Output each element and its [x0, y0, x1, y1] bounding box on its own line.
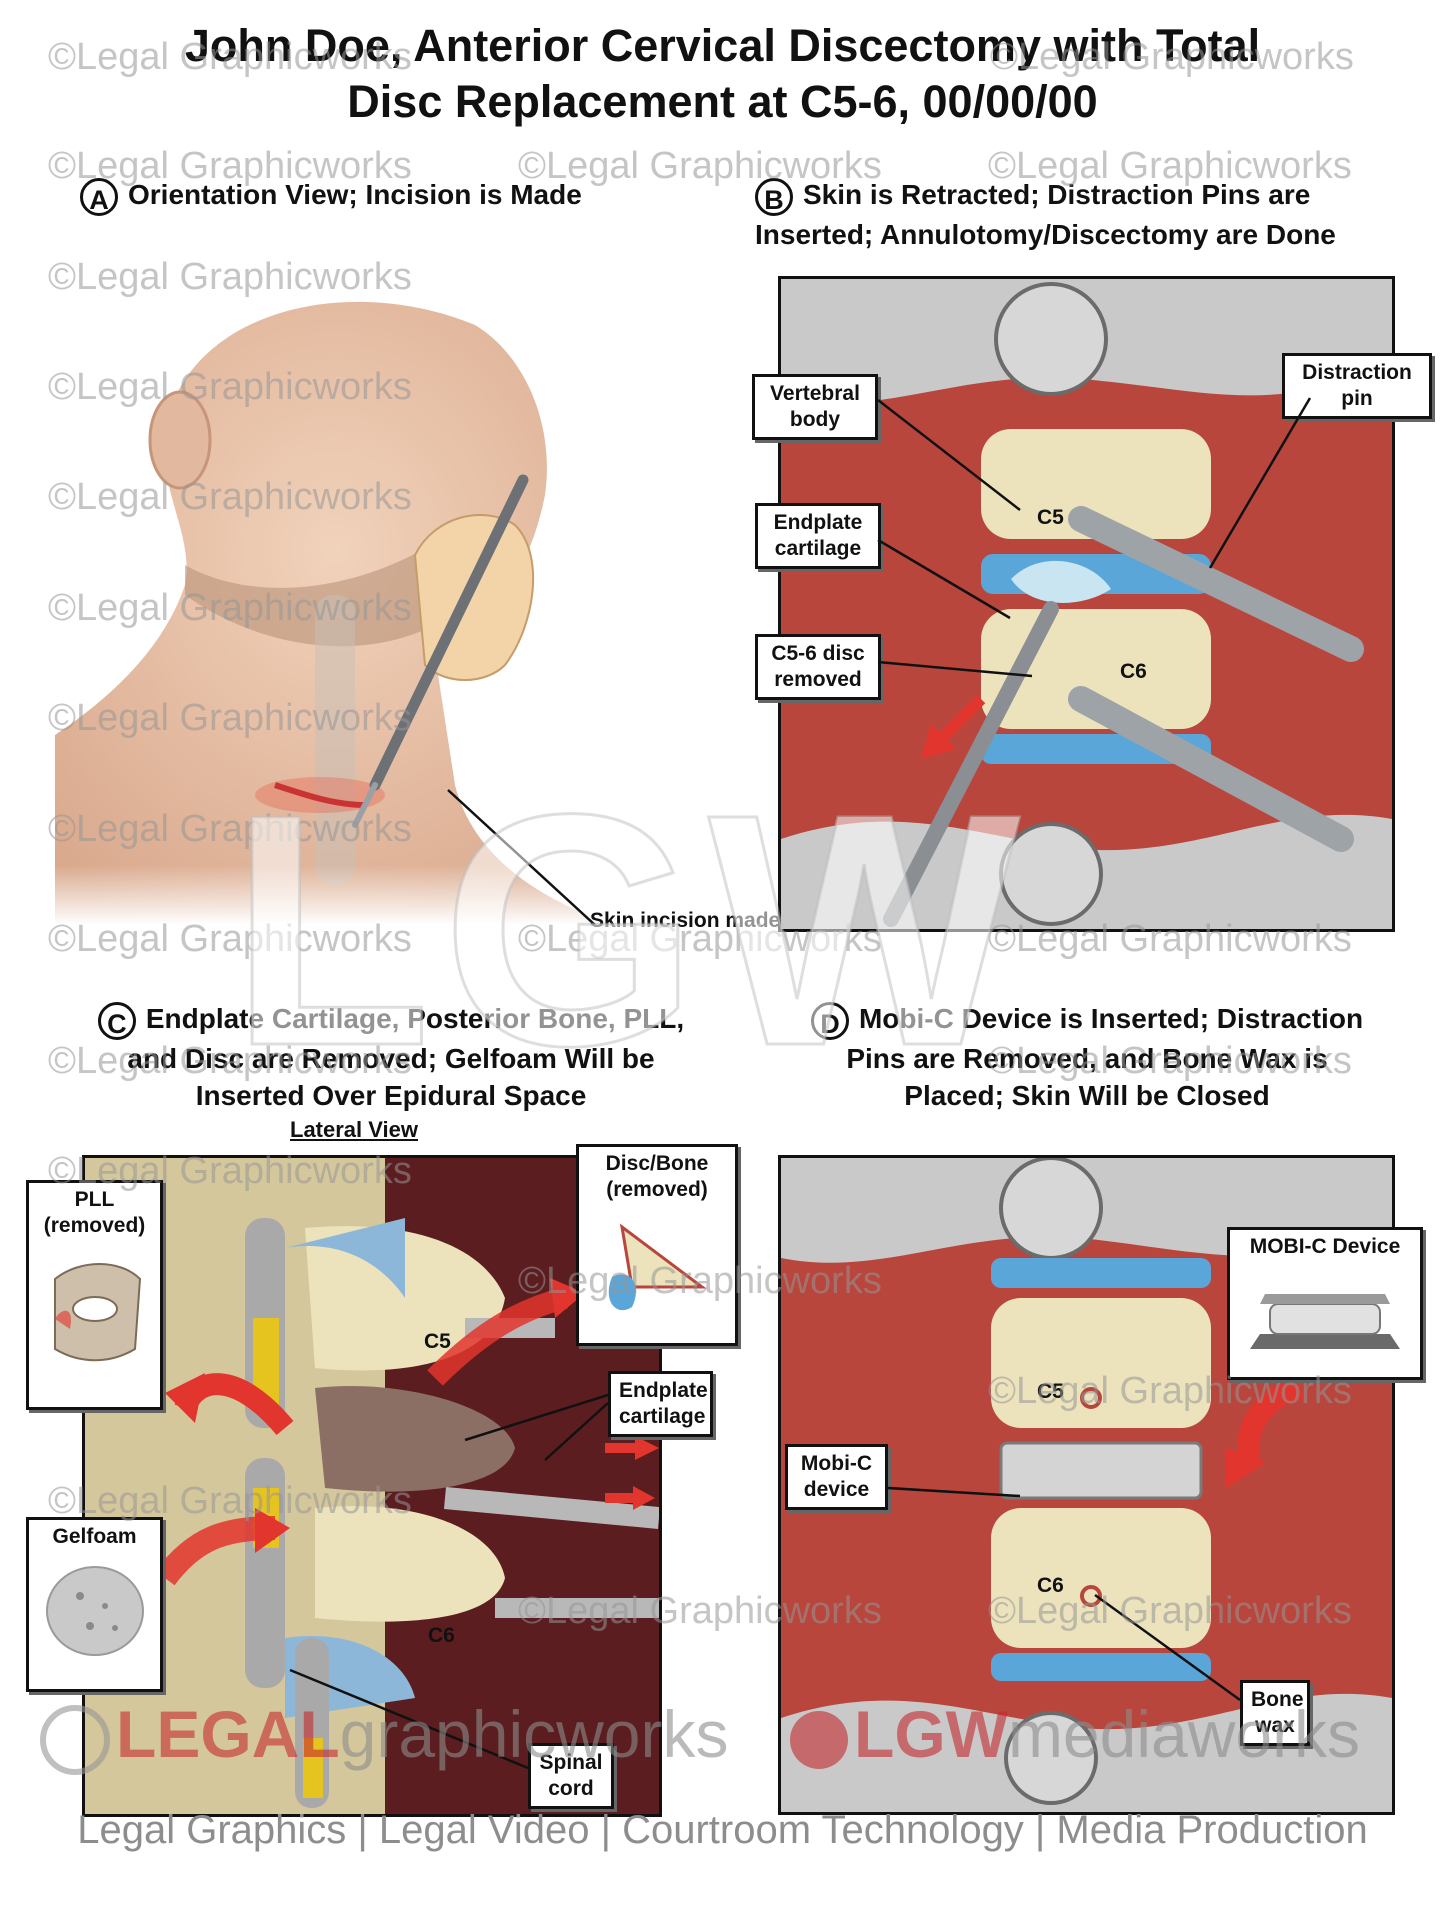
watermark: ©Legal Graphicworks: [518, 1260, 882, 1302]
title-line-2: Disc Replacement at C5-6, 00/00/00: [347, 76, 1098, 127]
disc-bone-label-box: Disc/Bone (removed): [576, 1144, 738, 1346]
footer-tagline: Legal Graphics | Legal Video | Courtroom…: [77, 1808, 1368, 1852]
endplate-cartilage-label-b: Endplate cartilage: [755, 503, 881, 569]
pll-icon: [53, 1263, 141, 1362]
c6-tag-d: C6: [1037, 1574, 1064, 1597]
page-title: John Doe, Anterior Cervical Discectomy w…: [0, 18, 1445, 130]
c5-tag-d: C5: [1037, 1380, 1064, 1403]
watermark: ©Legal Graphicworks: [988, 918, 1352, 960]
watermark: ©Legal Graphicworks: [988, 1040, 1352, 1082]
magnifier-icon: [40, 1704, 110, 1775]
watermark: ©Legal Graphicworks: [48, 256, 412, 298]
mobic-device-icon: [1250, 1294, 1400, 1349]
lateral-view-label: Lateral View: [290, 1117, 418, 1142]
distraction-pin-label: Distraction pin: [1282, 353, 1432, 419]
mobic-device-label: Mobi-C device: [785, 1444, 888, 1510]
watermark: ©Legal Graphicworks: [48, 36, 412, 78]
panel-c-letter: C: [97, 1001, 136, 1040]
gelfoam-label-box: Gelfoam: [26, 1517, 163, 1692]
lgw-watermark: LGW: [229, 744, 1030, 1116]
disc-bone-label: Disc/Bone (removed): [605, 1152, 709, 1201]
watermark: ©Legal Graphicworks: [48, 918, 412, 960]
mobic-device-top-label: MOBI-C Device: [1249, 1235, 1401, 1258]
watermark: ©Legal Graphicworks: [988, 145, 1352, 187]
skin-incision-label: Skin incision made: [590, 909, 781, 932]
watermark: ©Legal Graphicworks: [48, 366, 412, 408]
watermark: ©Legal Graphicworks: [988, 1590, 1352, 1632]
gelfoam-icon: [45, 1566, 144, 1656]
pll-label: PLL (removed): [43, 1188, 146, 1237]
c6-tag-b: C6: [1120, 660, 1147, 683]
disc-removed-label: C5-6 disc removed: [755, 634, 881, 700]
watermark: ©Legal Graphicworks: [48, 587, 412, 629]
watermark: ©Legal Graphicworks: [48, 808, 412, 850]
watermark: ©Legal Graphicworks: [48, 476, 412, 518]
play-icon: [790, 1710, 848, 1769]
watermark: ©Legal Graphicworks: [48, 1040, 412, 1082]
watermark: ©Legal Graphicworks: [48, 1150, 412, 1192]
panel-d-letter: D: [810, 1001, 849, 1040]
endplate-cartilage-label-c: Endplate cartilage: [608, 1371, 713, 1437]
watermark: ©Legal Graphicworks: [48, 1480, 412, 1522]
pll-label-box: PLL (removed): [26, 1180, 163, 1410]
vertebral-body-label: Vertebral body: [752, 374, 878, 440]
bone-wax-label: Bone wax: [1240, 1680, 1310, 1746]
watermark: ©Legal Graphicworks: [518, 1590, 882, 1632]
watermark: ©Legal Graphicworks: [990, 36, 1354, 78]
watermark: ©Legal Graphicworks: [48, 697, 412, 739]
title-line-1: John Doe, Anterior Cervical Discectomy w…: [184, 20, 1261, 71]
gelfoam-label: Gelfoam: [52, 1525, 137, 1548]
watermark: ©Legal Graphicworks: [518, 145, 882, 187]
watermark: ©Legal Graphicworks: [518, 918, 882, 960]
c5-tag-b: C5: [1037, 506, 1064, 529]
c6-tag-c: C6: [428, 1624, 455, 1647]
brand-logo-right: LGWmediaworks: [790, 1696, 1360, 1772]
disc-bone-icon: [608, 1223, 707, 1311]
brand-logo-left: LEGALgraphicworks: [40, 1696, 728, 1775]
watermark: ©Legal Graphicworks: [988, 1370, 1352, 1412]
c5-tag-c: C5: [424, 1330, 451, 1353]
panel-a-letter: A: [80, 177, 118, 216]
watermark: ©Legal Graphicworks: [48, 145, 412, 187]
panel-b-letter: B: [755, 177, 793, 216]
spinal-cord-label: Spinal cord: [528, 1743, 614, 1809]
mobic-device-box: MOBI-C Device: [1227, 1227, 1423, 1380]
